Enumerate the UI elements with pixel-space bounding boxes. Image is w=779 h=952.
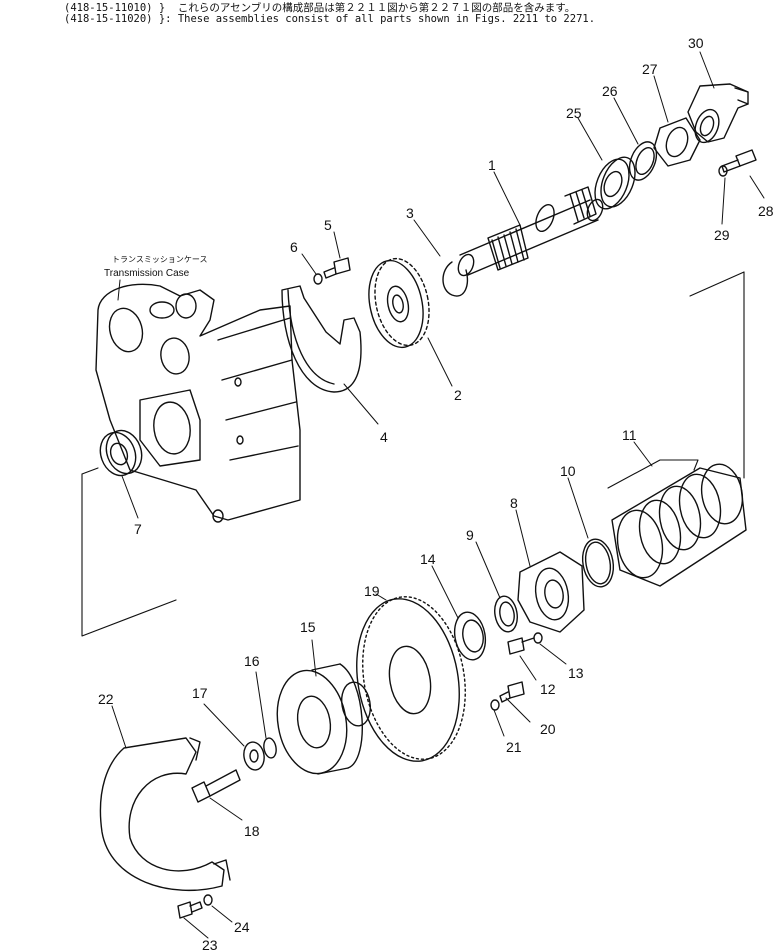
callout-8: 8 xyxy=(510,495,518,511)
callout-20: 20 xyxy=(540,721,556,737)
part-20-bolt xyxy=(499,681,525,703)
callout-19: 19 xyxy=(364,583,380,599)
callout-10: 10 xyxy=(560,463,576,479)
callout-2: 2 xyxy=(454,387,462,403)
callout-11: 11 xyxy=(622,427,637,443)
part-27-gasket xyxy=(653,117,701,167)
part-10-o-ring xyxy=(581,538,615,588)
transmission-case-label: トランスミッションケース Transmission Case xyxy=(104,255,207,301)
header-line-1: (418-15-11010) } これらのアセンブリの構成部品は第２２１１図から… xyxy=(64,0,575,15)
header-line-2: (418-15-11020) }: These assemblies consi… xyxy=(64,13,595,25)
assembly-bracket xyxy=(81,271,745,637)
callout-28: 28 xyxy=(758,203,774,219)
part-8-housing xyxy=(517,551,585,633)
case-label-en: Transmission Case xyxy=(104,268,190,279)
part-11-clutch-pack xyxy=(611,463,747,587)
part-17-washer xyxy=(243,741,265,771)
part-26-seal xyxy=(628,141,658,181)
part-5-bolt xyxy=(323,257,351,279)
part-29-washer xyxy=(718,165,728,177)
callout-14: 14 xyxy=(420,551,436,567)
callout-17: 17 xyxy=(192,685,208,701)
part-9-seal xyxy=(494,595,518,633)
part-1-shaft xyxy=(457,186,604,277)
callout-24: 24 xyxy=(234,919,250,935)
callout-numbers: 30 27 26 25 1 28 29 3 5 6 2 4 11 10 8 9 … xyxy=(98,35,774,952)
part-14-ring xyxy=(453,611,487,661)
callout-18: 18 xyxy=(244,823,260,839)
callout-30: 30 xyxy=(688,35,704,51)
part-16-snap-ring xyxy=(263,737,277,759)
part-24-washer xyxy=(203,894,213,906)
part-23-bolt xyxy=(177,901,203,919)
callout-29: 29 xyxy=(714,227,730,243)
part-12-bolt xyxy=(507,637,535,655)
case-label-jp: トランスミッションケース xyxy=(112,255,207,264)
part-number-2: (418-15-11020) xyxy=(64,13,153,25)
brace-1: } xyxy=(158,2,166,14)
part-13-washer xyxy=(533,632,543,644)
callout-3: 3 xyxy=(406,205,414,221)
part-6-washer xyxy=(313,273,323,285)
callout-15: 15 xyxy=(300,619,316,635)
callout-6: 6 xyxy=(290,239,298,255)
callout-12: 12 xyxy=(540,681,556,697)
callout-27: 27 xyxy=(642,61,658,77)
part-25-bearing xyxy=(594,156,636,210)
callout-9: 9 xyxy=(466,527,474,543)
callout-4: 4 xyxy=(380,429,388,445)
part-30-flange-housing xyxy=(687,83,749,144)
callout-25: 25 xyxy=(566,105,582,121)
callout-23: 23 xyxy=(202,937,218,952)
leader-lines xyxy=(111,51,765,939)
part-7-bearing xyxy=(99,429,143,477)
part-2-gear xyxy=(368,257,430,349)
note-english: : These assemblies consist of all parts … xyxy=(165,13,596,25)
callout-13: 13 xyxy=(568,665,584,681)
brace-2: } xyxy=(158,13,166,25)
callout-1: 1 xyxy=(488,157,496,173)
part-21-washer xyxy=(490,699,500,711)
part-19-disc xyxy=(356,596,466,762)
part-number-1: (418-15-11010) xyxy=(64,2,153,14)
part-18-bolt xyxy=(191,769,241,803)
part-28-bolt xyxy=(721,149,757,173)
note-japanese: これらのアセンブリの構成部品は第２２１１図から第２２７１図の部品を含みます。 xyxy=(177,2,576,14)
part-3-snap-ring xyxy=(442,261,469,297)
transmission-case xyxy=(95,283,301,523)
callout-26: 26 xyxy=(602,83,618,99)
part-15-coupling xyxy=(276,663,372,775)
callout-22: 22 xyxy=(98,691,114,707)
callout-21: 21 xyxy=(506,739,522,755)
part-22-cover xyxy=(99,737,231,892)
callout-7: 7 xyxy=(134,521,142,537)
callout-16: 16 xyxy=(244,653,260,669)
callout-5: 5 xyxy=(324,217,332,233)
